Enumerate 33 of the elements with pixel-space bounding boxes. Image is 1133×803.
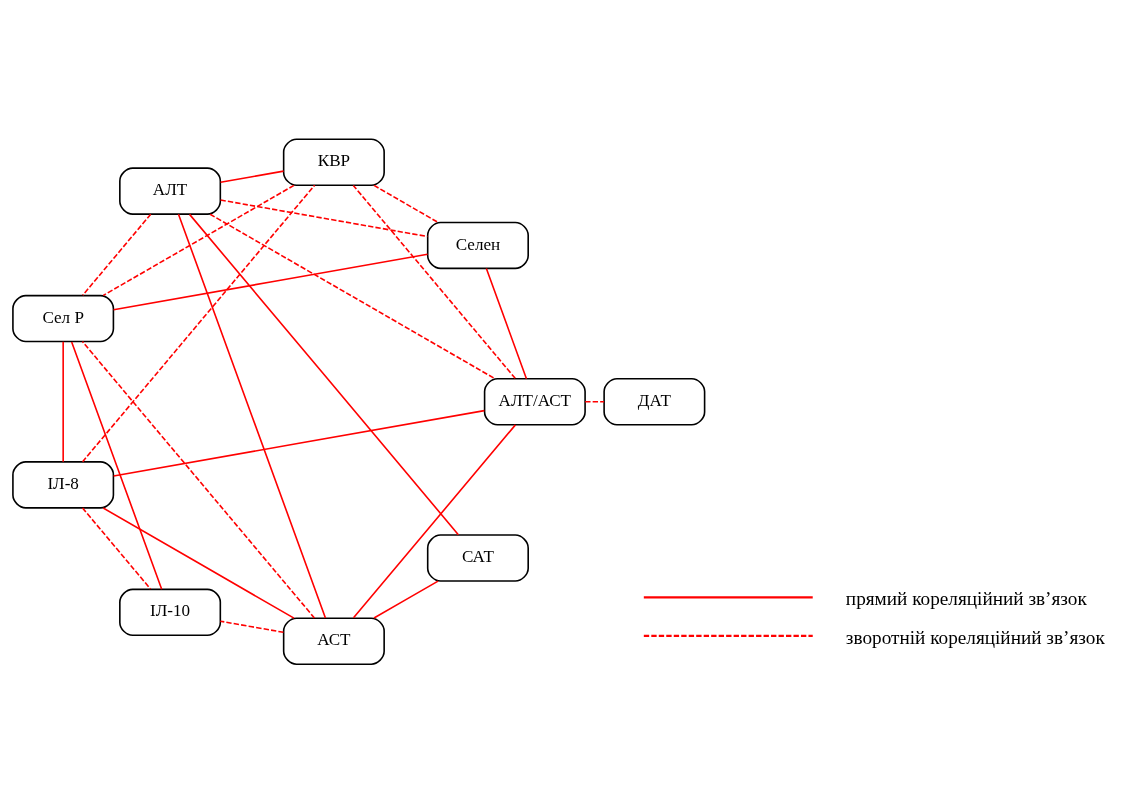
- connector: [188, 213, 460, 535]
- node-box: ІЛ-8: [12, 460, 115, 509]
- connector: [352, 184, 516, 379]
- node-box: АЛТ: [119, 166, 222, 215]
- connector: [373, 184, 439, 223]
- connector: [373, 579, 439, 619]
- connector: [81, 183, 316, 462]
- connector: [102, 506, 295, 619]
- node-box: ІЛ-10: [119, 588, 222, 636]
- connector: [81, 340, 316, 619]
- connector: [584, 400, 605, 403]
- connector: [352, 423, 517, 619]
- connector: [102, 184, 295, 296]
- connector: [209, 213, 496, 380]
- connector: [81, 212, 152, 296]
- node-box: Селен: [426, 221, 529, 269]
- connector: [112, 409, 486, 477]
- node-box: САТ: [426, 533, 529, 582]
- connector: [485, 267, 528, 379]
- connector: [62, 340, 64, 463]
- connector: [177, 212, 327, 619]
- legend-label: зворотній кореляційний зв’язок: [845, 626, 1105, 648]
- connector: [81, 506, 152, 590]
- node-box: ДАТ: [603, 377, 706, 426]
- connector: [112, 253, 429, 310]
- connector: [219, 619, 285, 633]
- node-box: Сел Р: [12, 294, 115, 342]
- node-box: АЛТ/АСТ: [483, 377, 586, 426]
- legend-label: прямий кореляційний зв’язок: [845, 587, 1087, 609]
- connector: [70, 340, 163, 590]
- node-box: КВР: [282, 138, 385, 186]
- node-box: АСТ: [282, 616, 385, 665]
- connector: [219, 169, 285, 183]
